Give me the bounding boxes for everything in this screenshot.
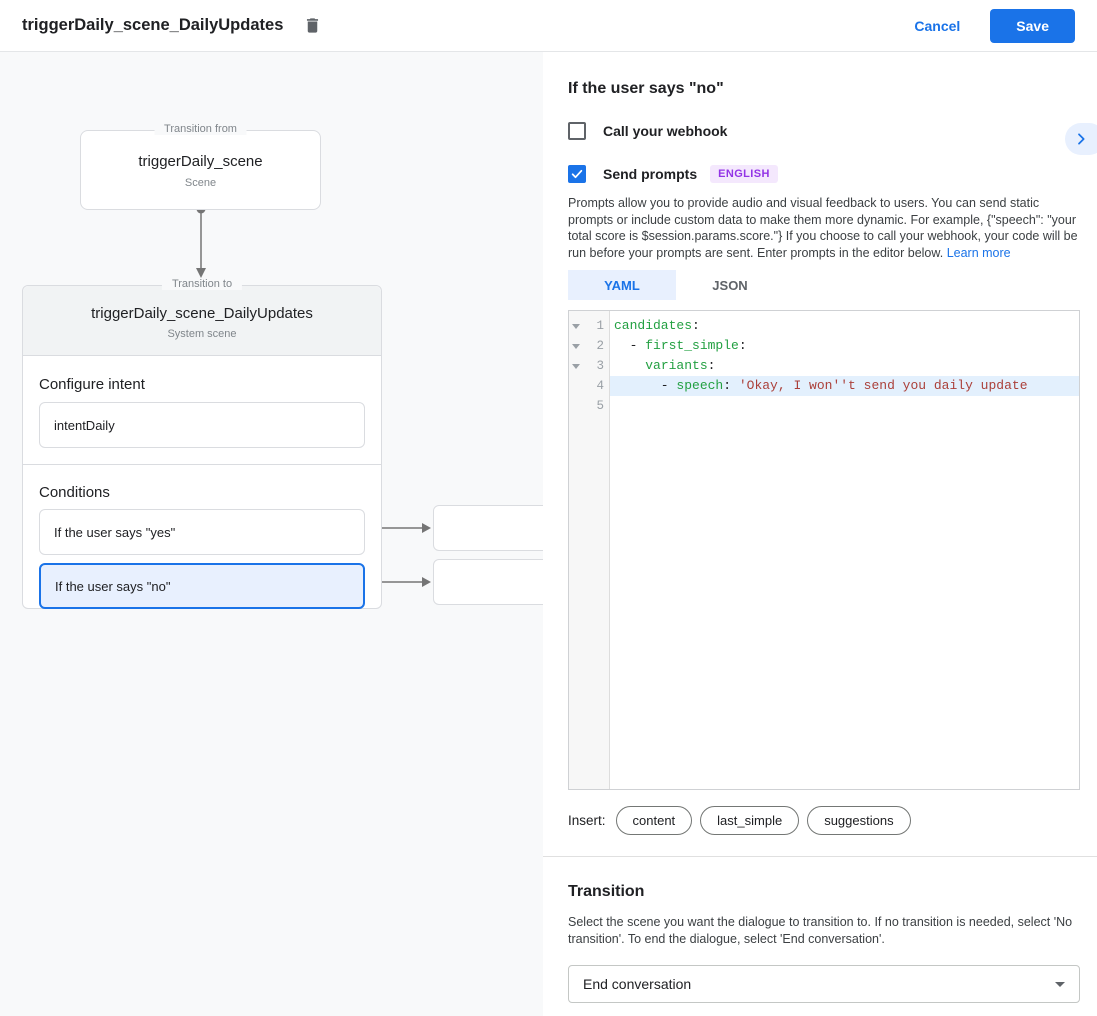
delete-scene-button[interactable] bbox=[303, 15, 322, 36]
from-scene-type: Scene bbox=[184, 177, 217, 189]
yaml-punct bbox=[614, 358, 645, 373]
condition-item-no[interactable]: If the user says "no" bbox=[39, 563, 365, 609]
code-line-4-active: - speech: 'Okay, I won''t send you daily… bbox=[610, 376, 1079, 396]
editor-gutter: 1 2 3 4 5 bbox=[569, 311, 610, 789]
trash-icon bbox=[303, 15, 322, 36]
yaml-key: speech bbox=[676, 378, 724, 393]
line-number: 2 bbox=[596, 339, 604, 353]
cancel-button[interactable]: Cancel bbox=[914, 17, 961, 34]
insert-label: Insert: bbox=[568, 813, 606, 828]
code-line-1: candidates: bbox=[610, 316, 1079, 336]
transition-from-label: Transition from bbox=[154, 123, 247, 135]
main-split: Transition from triggerDaily_scene Scene… bbox=[0, 52, 1097, 1016]
code-line-3: variants: bbox=[610, 356, 1079, 376]
intent-item[interactable]: intentDaily bbox=[39, 402, 365, 448]
to-scene-type: System scene bbox=[167, 328, 237, 340]
gutter-row: 3 bbox=[569, 356, 609, 376]
fold-toggle-icon[interactable] bbox=[569, 343, 582, 349]
to-scene-name: triggerDaily_scene_DailyUpdates bbox=[91, 305, 313, 322]
collapse-panel-button[interactable] bbox=[1065, 123, 1097, 155]
code-line-5 bbox=[610, 396, 1079, 416]
yaml-key: variants bbox=[645, 358, 708, 373]
configure-intent-section: Configure intent intentDaily bbox=[23, 356, 381, 465]
line-number: 3 bbox=[596, 359, 604, 373]
transition-description: Select the scene you want the dialogue t… bbox=[568, 915, 1073, 946]
fold-toggle-icon[interactable] bbox=[569, 363, 582, 369]
dropdown-caret-icon bbox=[1055, 981, 1065, 987]
yaml-punct: : bbox=[723, 378, 739, 393]
line-number: 5 bbox=[596, 399, 604, 413]
tab-yaml[interactable]: YAML bbox=[568, 270, 676, 300]
conditions-label: Conditions bbox=[39, 484, 110, 501]
gutter-row: 4 bbox=[569, 376, 609, 396]
transition-title: Transition bbox=[568, 883, 645, 900]
call-webhook-checkbox[interactable] bbox=[568, 122, 586, 140]
yaml-punct: : bbox=[707, 358, 716, 373]
insert-chip-suggestions[interactable]: suggestions bbox=[807, 806, 911, 835]
transition-from-node[interactable]: Transition from triggerDaily_scene Scene bbox=[80, 123, 321, 210]
language-badge: ENGLISH bbox=[710, 165, 778, 183]
gutter-row: 1 bbox=[569, 316, 609, 336]
transition-select-value: End conversation bbox=[583, 976, 692, 992]
check-icon bbox=[570, 167, 584, 181]
configure-intent-label: Configure intent bbox=[39, 376, 145, 393]
condition-target-node-no[interactable] bbox=[433, 559, 543, 605]
panel-title: If the user says "no" bbox=[568, 80, 724, 97]
insert-chip-content[interactable]: content bbox=[615, 806, 693, 835]
yaml-punct: : bbox=[738, 338, 747, 353]
condition-editor-panel: If the user says "no" Call your webhook … bbox=[543, 52, 1097, 1016]
yaml-punct: : bbox=[692, 318, 700, 333]
code-input-area[interactable]: candidates: - first_simple: variants: - … bbox=[610, 311, 1079, 789]
scene-flow-canvas: Transition from triggerDaily_scene Scene… bbox=[0, 52, 543, 1016]
call-webhook-label: Call your webhook bbox=[603, 123, 728, 139]
save-button[interactable]: Save bbox=[990, 8, 1075, 43]
transition-select[interactable]: End conversation bbox=[568, 965, 1080, 1003]
condition-target-node-yes[interactable] bbox=[433, 505, 543, 551]
send-prompts-checkbox[interactable] bbox=[568, 165, 586, 183]
page-title: triggerDaily_scene_DailyUpdates bbox=[22, 16, 284, 34]
send-prompts-label: Send prompts bbox=[603, 166, 698, 182]
from-scene-name: triggerDaily_scene bbox=[138, 153, 263, 170]
transition-to-label: Transition to bbox=[161, 278, 243, 290]
line-number: 1 bbox=[596, 319, 604, 333]
to-scene-header[interactable]: triggerDaily_scene_DailyUpdates System s… bbox=[23, 286, 381, 356]
app-header: triggerDaily_scene_DailyUpdates Cancel S… bbox=[0, 0, 1097, 52]
tab-json[interactable]: JSON bbox=[712, 277, 748, 293]
editor-format-tabs: YAML JSON bbox=[568, 270, 1080, 300]
prompts-description: Prompts allow you to provide audio and v… bbox=[568, 195, 1080, 261]
line-number: 4 bbox=[596, 379, 604, 393]
learn-more-link[interactable]: Learn more bbox=[946, 245, 1011, 260]
fold-toggle-icon[interactable] bbox=[569, 323, 582, 329]
code-line-2: - first_simple: bbox=[610, 336, 1079, 356]
condition-item-yes[interactable]: If the user says "yes" bbox=[39, 509, 365, 555]
chevron-right-icon bbox=[1073, 131, 1089, 147]
conditions-section: Conditions If the user says "yes" If the… bbox=[23, 465, 381, 609]
send-prompts-row: Send prompts ENGLISH bbox=[568, 165, 1080, 183]
transition-to-card: Transition to triggerDaily_scene_DailyUp… bbox=[22, 278, 382, 609]
webhook-row: Call your webhook bbox=[568, 122, 1080, 140]
gutter-row: 2 bbox=[569, 336, 609, 356]
yaml-punct: - bbox=[614, 338, 646, 353]
gutter-row: 5 bbox=[569, 396, 609, 416]
yaml-key: first_simple bbox=[645, 338, 739, 353]
yaml-punct: - bbox=[614, 378, 677, 393]
yaml-string: 'Okay, I won''t send you daily update bbox=[738, 378, 1028, 393]
yaml-key: candidates bbox=[614, 318, 693, 333]
prompts-description-text: Prompts allow you to provide audio and v… bbox=[568, 196, 1078, 260]
section-divider bbox=[543, 856, 1097, 857]
insert-row: Insert: content last_simple suggestions bbox=[568, 806, 1080, 835]
prompt-code-editor: 1 2 3 4 5 can bbox=[568, 310, 1080, 790]
insert-chip-last-simple[interactable]: last_simple bbox=[700, 806, 800, 835]
